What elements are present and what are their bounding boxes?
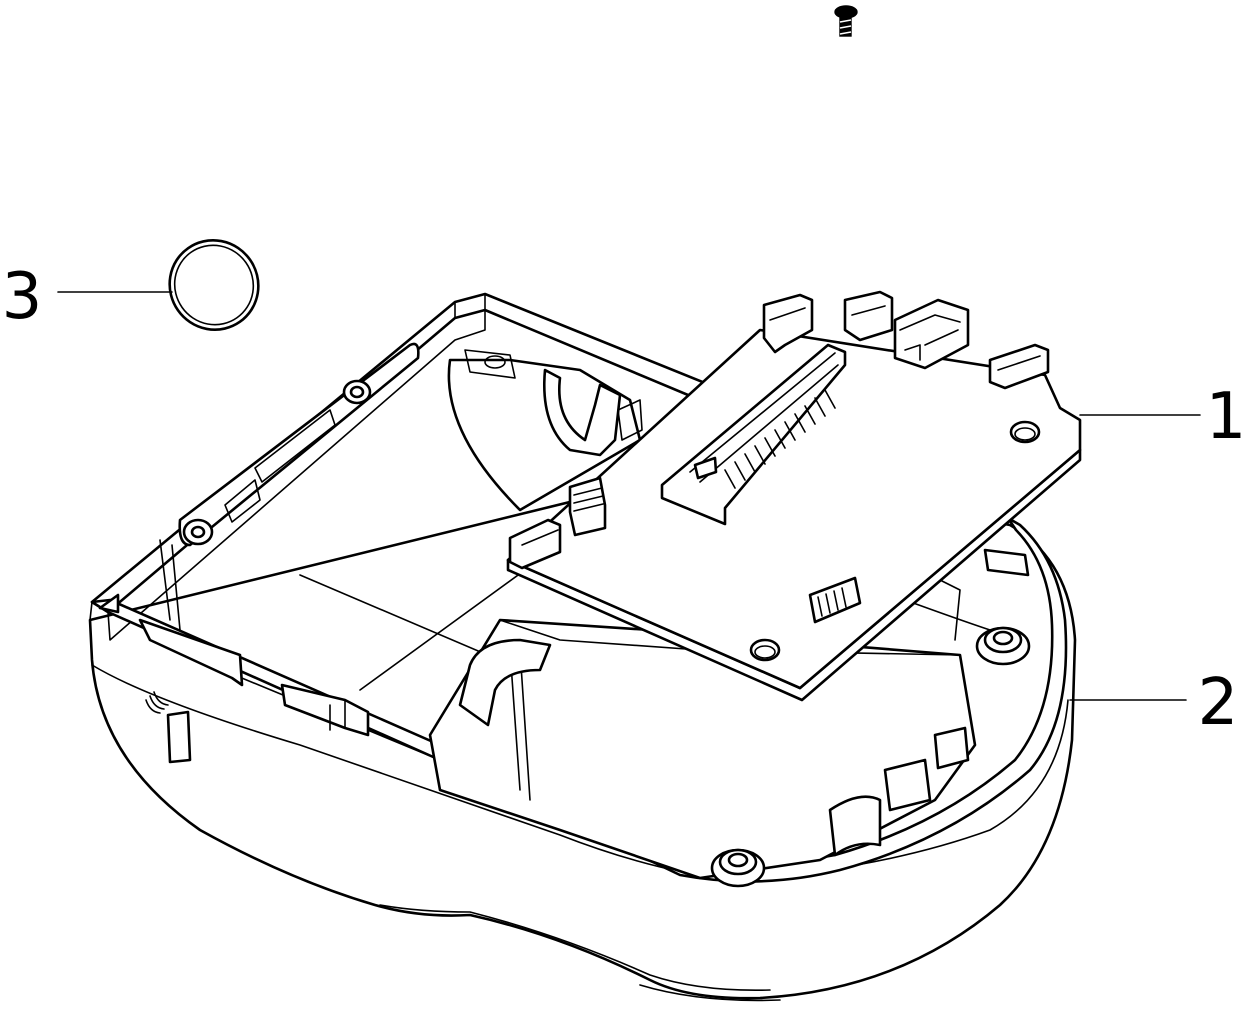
fpc-connector	[660, 343, 847, 526]
callout-number-3: 3	[2, 260, 43, 334]
circuit-board	[506, 290, 1082, 702]
callout-1: 1	[1079, 380, 1247, 454]
micro-usb-port	[988, 343, 1050, 390]
screw-boss-front	[710, 848, 766, 888]
connector-board-face	[808, 576, 862, 624]
hinge-arm	[159, 342, 420, 631]
callout-3: 3	[2, 260, 173, 334]
callout-number-1: 1	[1206, 380, 1247, 454]
round-cover	[168, 239, 260, 331]
callout-number-2: 2	[1198, 666, 1239, 740]
callout-2: 2	[1069, 666, 1239, 740]
connector-top-left	[762, 293, 814, 354]
connector-left	[508, 476, 607, 570]
screw	[834, 5, 858, 37]
usb-jack	[893, 298, 970, 370]
screw-boss-right	[975, 626, 1031, 666]
connector-top-mid	[843, 290, 894, 342]
